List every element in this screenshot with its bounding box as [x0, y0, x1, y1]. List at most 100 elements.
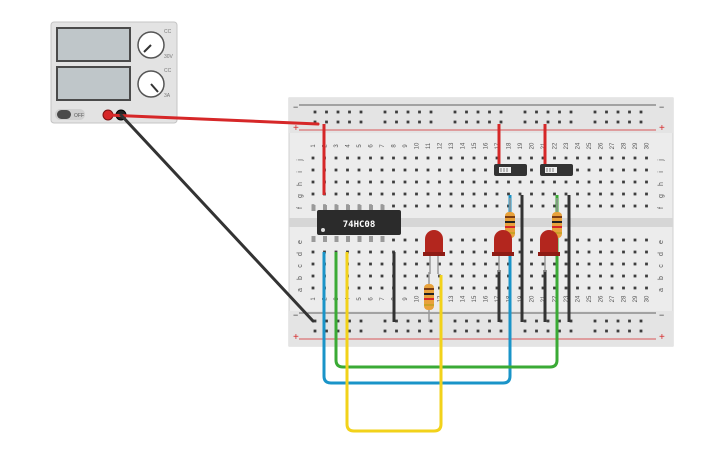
breadboard-hole[interactable] — [576, 192, 579, 196]
breadboard-hole[interactable] — [426, 192, 430, 196]
breadboard-hole[interactable] — [426, 180, 430, 184]
breadboard-hole[interactable] — [369, 192, 372, 196]
breadboard-hole[interactable] — [426, 204, 430, 208]
breadboard-hole[interactable] — [576, 180, 579, 184]
breadboard-hole[interactable] — [336, 120, 340, 124]
led-input-1[interactable] — [492, 230, 514, 272]
breadboard-hole[interactable] — [541, 274, 545, 278]
breadboard-hole[interactable] — [472, 192, 476, 196]
breadboard-hole[interactable] — [334, 156, 338, 160]
breadboard-hole[interactable] — [311, 250, 315, 254]
breadboard-hole[interactable] — [518, 238, 522, 242]
breadboard-hole[interactable] — [403, 204, 407, 208]
breadboard-hole[interactable] — [484, 204, 487, 208]
resistor-output[interactable] — [424, 272, 434, 322]
breadboard-hole[interactable] — [610, 204, 614, 208]
breadboard-hole[interactable] — [535, 329, 538, 333]
breadboard-hole[interactable] — [359, 120, 363, 124]
breadboard-hole[interactable] — [438, 192, 441, 196]
breadboard-hole[interactable] — [449, 274, 453, 278]
breadboard-hole[interactable] — [357, 274, 361, 278]
breadboard-hole[interactable] — [311, 180, 315, 184]
breadboard-hole[interactable] — [392, 204, 395, 208]
breadboard-hole[interactable] — [610, 250, 614, 254]
breadboard-hole[interactable] — [633, 250, 637, 254]
breadboard-hole[interactable] — [610, 262, 614, 266]
breadboard-hole[interactable] — [564, 286, 568, 290]
breadboard-hole[interactable] — [346, 156, 349, 160]
breadboard-hole[interactable] — [449, 192, 453, 196]
breadboard-hole[interactable] — [369, 250, 372, 254]
breadboard-hole[interactable] — [546, 120, 550, 124]
breadboard-hole[interactable] — [426, 274, 430, 278]
breadboard-hole[interactable] — [587, 250, 591, 254]
breadboard-hole[interactable] — [383, 319, 387, 323]
breadboard-hole[interactable] — [392, 180, 395, 184]
voltage-knob[interactable] — [137, 31, 165, 59]
breadboard-hole[interactable] — [593, 120, 597, 124]
breadboard-hole[interactable] — [569, 329, 573, 333]
breadboard-hole[interactable] — [415, 180, 418, 184]
breadboard-hole[interactable] — [325, 120, 328, 124]
breadboard-hole[interactable] — [380, 156, 384, 160]
breadboard-hole[interactable] — [639, 110, 643, 114]
breadboard-hole[interactable] — [558, 110, 561, 114]
breadboard-hole[interactable] — [406, 329, 410, 333]
breadboard-hole[interactable] — [415, 286, 418, 290]
breadboard-hole[interactable] — [633, 192, 637, 196]
breadboard-hole[interactable] — [645, 238, 648, 242]
breadboard-hole[interactable] — [599, 274, 602, 278]
breadboard-hole[interactable] — [311, 192, 315, 196]
breadboard-hole[interactable] — [472, 168, 476, 172]
breadboard-hole[interactable] — [605, 319, 608, 323]
breadboard-hole[interactable] — [530, 274, 533, 278]
breadboard-hole[interactable] — [535, 110, 538, 114]
breadboard-hole[interactable] — [576, 250, 579, 254]
breadboard-hole[interactable] — [645, 168, 648, 172]
breadboard-hole[interactable] — [415, 204, 418, 208]
breadboard-hole[interactable] — [593, 319, 597, 323]
breadboard-hole[interactable] — [518, 262, 522, 266]
breadboard-hole[interactable] — [476, 319, 480, 323]
breadboard-hole[interactable] — [639, 319, 643, 323]
breadboard-hole[interactable] — [523, 319, 527, 323]
breadboard-hole[interactable] — [461, 274, 464, 278]
breadboard-hole[interactable] — [553, 262, 556, 266]
breadboard-hole[interactable] — [348, 319, 351, 323]
breadboard-hole[interactable] — [359, 110, 363, 114]
breadboard-hole[interactable] — [380, 250, 384, 254]
breadboard-hole[interactable] — [530, 286, 533, 290]
breadboard-hole[interactable] — [415, 262, 418, 266]
breadboard-hole[interactable] — [633, 274, 637, 278]
breadboard-hole[interactable] — [359, 329, 363, 333]
breadboard-hole[interactable] — [605, 120, 608, 124]
breadboard-hole[interactable] — [461, 250, 464, 254]
breadboard-hole[interactable] — [438, 168, 441, 172]
breadboard-hole[interactable] — [599, 168, 602, 172]
breadboard-hole[interactable] — [622, 180, 625, 184]
breadboard-hole[interactable] — [325, 319, 328, 323]
breadboard-hole[interactable] — [380, 192, 384, 196]
breadboard-hole[interactable] — [453, 329, 457, 333]
breadboard-hole[interactable] — [599, 180, 602, 184]
breadboard-hole[interactable] — [403, 238, 407, 242]
breadboard-hole[interactable] — [403, 180, 407, 184]
breadboard-hole[interactable] — [449, 204, 453, 208]
breadboard-hole[interactable] — [311, 286, 315, 290]
breadboard-hole[interactable] — [530, 238, 533, 242]
breadboard-hole[interactable] — [587, 274, 591, 278]
breadboard-hole[interactable] — [465, 319, 468, 323]
breadboard-hole[interactable] — [465, 110, 468, 114]
breadboard-hole[interactable] — [530, 156, 533, 160]
breadboard-hole[interactable] — [541, 286, 545, 290]
breadboard-hole[interactable] — [348, 329, 351, 333]
breadboard-hole[interactable] — [622, 192, 625, 196]
breadboard-hole[interactable] — [564, 250, 568, 254]
breadboard-hole[interactable] — [334, 192, 338, 196]
slide-switch-2[interactable] — [540, 164, 573, 176]
breadboard-hole[interactable] — [507, 192, 510, 196]
breadboard-hole[interactable] — [357, 180, 361, 184]
breadboard-hole[interactable] — [369, 156, 372, 160]
breadboard-hole[interactable] — [449, 168, 453, 172]
breadboard-hole[interactable] — [518, 180, 522, 184]
